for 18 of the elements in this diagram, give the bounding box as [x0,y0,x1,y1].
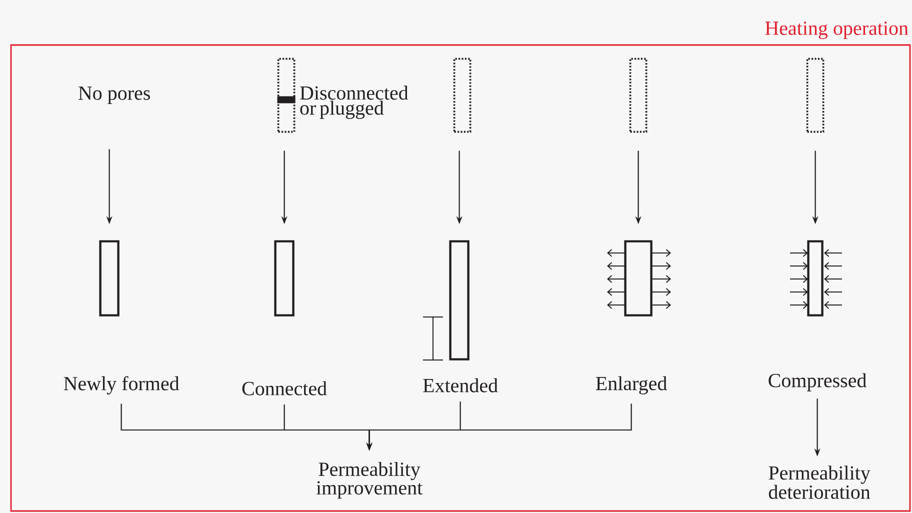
pore-rectangle [99,240,120,316]
dotted-pore [806,58,824,133]
label-text: Connected [242,381,327,396]
beside-text: Disconnected or plugged [300,86,408,119]
pore-rectangle [274,240,294,316]
label-text: Permeability deterioration [768,466,870,499]
label-text: Newly formed [64,376,180,394]
label-text: Extended [423,378,498,392]
pore-rectangle [807,240,824,316]
pore-rectangle [449,240,470,360]
label-text: Enlarged [596,376,667,394]
dotted-pore [453,58,472,133]
dotted-pore [629,58,648,133]
label-text: Compressed [768,373,866,392]
label-text: Permeability improvement [316,462,423,499]
pore-rectangle [624,240,652,316]
label-text: No pores [78,86,150,104]
heading: Heating operation [765,22,908,40]
